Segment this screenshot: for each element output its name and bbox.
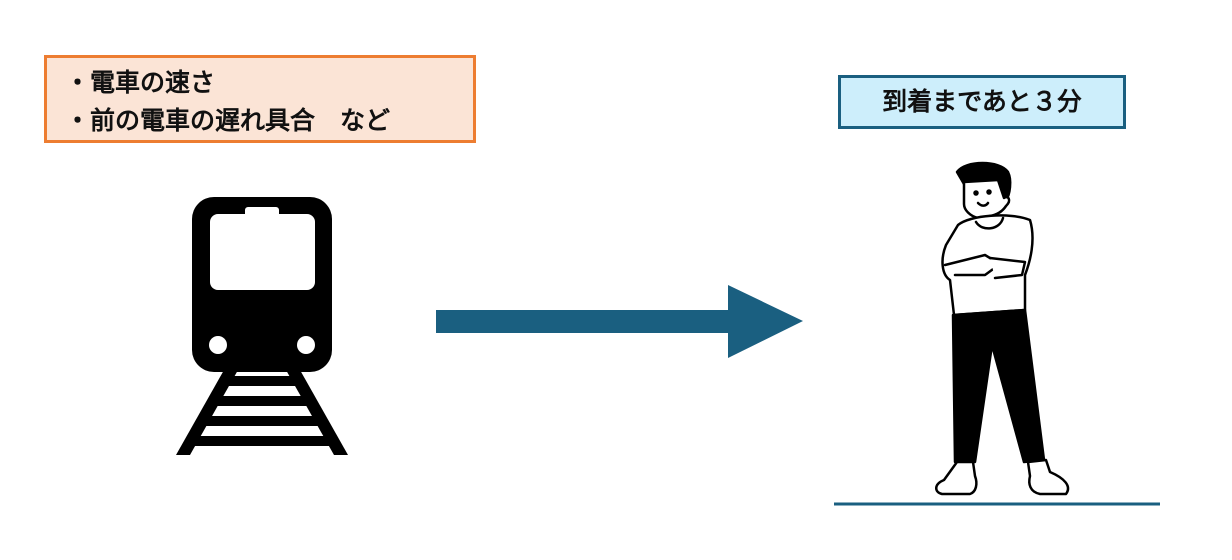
right-arrow-icon [436,285,803,358]
person-arms-crossed-icon [935,161,1070,496]
train-icon [176,197,348,455]
factors-box: ・電車の速さ ・前の電車の遅れ具合 など [44,55,476,143]
factor-speed: ・電車の速さ [65,68,216,97]
arrival-time-box: 到着まであと３分 [838,75,1126,129]
factor-delay: ・前の電車の遅れ具合 など [65,106,391,135]
